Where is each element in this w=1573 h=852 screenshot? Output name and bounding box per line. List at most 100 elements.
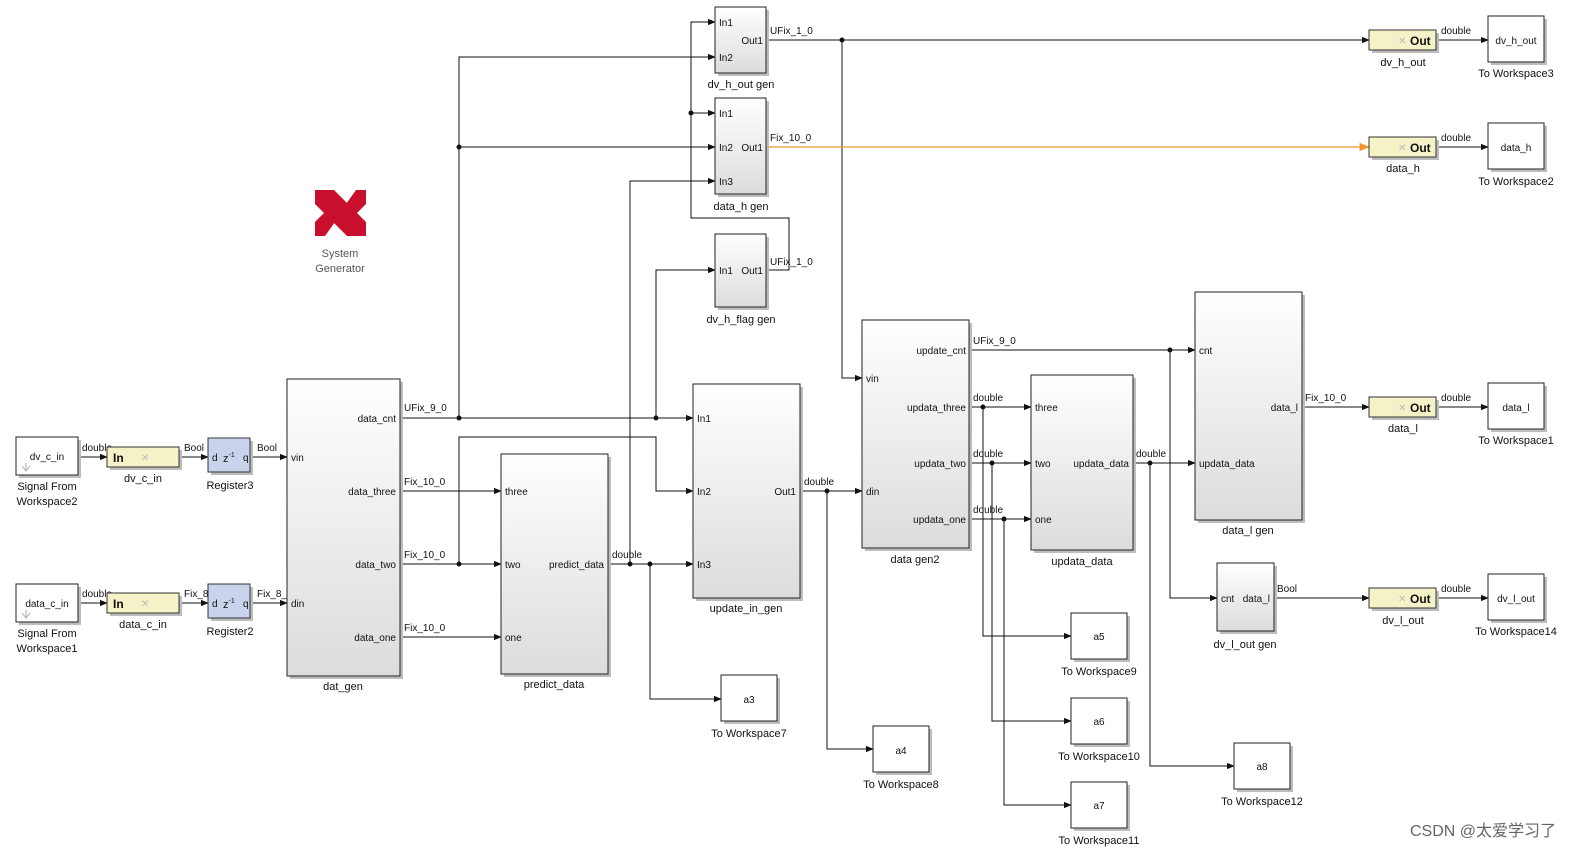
- reg-q: q: [243, 453, 249, 464]
- z-delay-icon: z-1: [223, 452, 235, 465]
- block-name: data_h gen: [713, 201, 768, 213]
- gateway-out-data-h[interactable]: ✕ Out data_h: [1368, 136, 1439, 175]
- z-delay-icon: z-1: [223, 598, 235, 611]
- block-name: To Workspace11: [1059, 835, 1140, 847]
- sig-label: Fix_10_0: [404, 623, 446, 634]
- arrow-down-icon: [21, 610, 31, 619]
- port-label: din: [291, 599, 304, 610]
- block-name: To Workspace1: [1478, 435, 1554, 447]
- signal-from-workspace1[interactable]: data_c_in Signal From Workspace1: [15, 583, 81, 655]
- source-var: data_c_in: [25, 599, 68, 610]
- port-label: two: [505, 560, 521, 571]
- block-name: updata_data: [1051, 556, 1113, 568]
- dat-gen-block[interactable]: vin din data_cnt data_three data_two dat…: [286, 378, 403, 693]
- sig-label: double: [1136, 449, 1166, 460]
- gateway-out-label: Out: [1410, 592, 1431, 606]
- to-workspace11[interactable]: a7 To Workspace11: [1059, 781, 1140, 847]
- data-h-gen-block[interactable]: In1 In2 In3 Out1 data_h gen: [713, 97, 769, 213]
- port-label: In3: [697, 560, 711, 571]
- sig-label: double: [804, 477, 834, 488]
- to-workspace12[interactable]: a8 To Workspace12: [1221, 742, 1303, 808]
- block-name: predict_data: [524, 679, 585, 691]
- port-label: two: [1035, 459, 1051, 470]
- block-name: dv_h_out: [1380, 57, 1425, 69]
- sig-label: UFix_1_0: [770, 26, 813, 37]
- workspace-var: a6: [1093, 717, 1105, 728]
- gateway-out-data-l[interactable]: ✕ Out data_l: [1368, 396, 1439, 435]
- to-workspace10[interactable]: a6 To Workspace10: [1058, 697, 1140, 763]
- predict-data-block[interactable]: three two one predict_data predict_data: [500, 453, 611, 691]
- sig-label: double: [973, 449, 1003, 460]
- to-workspace9[interactable]: a5 To Workspace9: [1061, 612, 1137, 678]
- to-workspace2[interactable]: data_h To Workspace2: [1478, 122, 1554, 188]
- block-name: data gen2: [891, 554, 940, 566]
- to-workspace3[interactable]: dv_h_out To Workspace3: [1478, 15, 1554, 80]
- signal-labels: double double Bool Fix_8 Bool Fix_8_0 UF…: [82, 26, 1471, 634]
- register2[interactable]: d q z-1 Register2: [206, 583, 254, 638]
- system-generator-logo[interactable]: System Generator: [315, 190, 366, 275]
- to-workspace1[interactable]: data_l To Workspace1: [1478, 382, 1554, 447]
- to-workspace8[interactable]: a4 To Workspace8: [863, 725, 939, 791]
- sig-label: Fix_8: [184, 589, 209, 600]
- block-name: Register2: [206, 626, 253, 638]
- gateway-out-dv-l-out[interactable]: ✕ Out dv_l_out: [1368, 587, 1439, 627]
- block-name: dv_h_out gen: [708, 79, 775, 91]
- block-name: Signal From: [17, 481, 76, 493]
- data-gen2-block[interactable]: vin din update_cnt updata_three updata_t…: [861, 319, 972, 566]
- sig-label: double: [973, 505, 1003, 516]
- dv-l-out-gen-block[interactable]: cnt data_l dv_l_out gen: [1214, 562, 1278, 651]
- port-label: updata_data: [1073, 459, 1129, 470]
- gateway-in-dv-c-in[interactable]: In ✕ dv_c_in: [106, 446, 182, 485]
- block-name: To Workspace8: [863, 779, 939, 791]
- xilinx-mark-icon: ✕: [1398, 36, 1406, 47]
- port-label: update_cnt: [917, 346, 967, 357]
- block-name: data_h: [1386, 163, 1420, 175]
- port-label: In1: [719, 18, 733, 29]
- port-label: In2: [697, 487, 711, 498]
- workspace-var: dv_h_out: [1495, 36, 1536, 47]
- to-workspace7[interactable]: a3 To Workspace7: [711, 674, 787, 740]
- gateway-out-dv-h-out[interactable]: ✕ Out dv_h_out: [1368, 29, 1439, 69]
- port-label: predict_data: [549, 560, 604, 571]
- port-label: Out1: [741, 266, 763, 277]
- block-name: dv_h_flag gen: [706, 314, 775, 326]
- workspace-var: a7: [1093, 801, 1105, 812]
- sig-label: double: [1441, 393, 1471, 404]
- data-l-gen-block[interactable]: cnt updata_data data_l data_l gen: [1194, 291, 1305, 537]
- sig-label: double: [82, 589, 112, 600]
- port-label: data_two: [355, 560, 396, 571]
- sig-label: double: [1441, 584, 1471, 595]
- update-in-gen-block[interactable]: In1 In2 In3 Out1 update_in_gen: [692, 383, 803, 615]
- port-label: vin: [866, 374, 879, 385]
- port-label: Out1: [741, 36, 763, 47]
- updata-data-block[interactable]: three two one updata_data updata_data: [1030, 374, 1136, 568]
- register3[interactable]: d q z-1 Register3: [206, 437, 254, 492]
- block-name: To Workspace14: [1475, 626, 1557, 638]
- to-workspace14[interactable]: dv_l_out To Workspace14: [1475, 573, 1557, 638]
- port-label: Out1: [741, 143, 763, 154]
- xilinx-mark-icon: ✕: [1398, 594, 1406, 605]
- block-name: To Workspace9: [1061, 666, 1137, 678]
- gateway-in-label: In: [113, 597, 124, 611]
- gateway-in-data-c-in[interactable]: In ✕ data_c_in: [106, 592, 182, 631]
- block-name: To Workspace3: [1478, 68, 1554, 80]
- block-name: data_c_in: [119, 619, 167, 631]
- dv-h-out-gen-block[interactable]: In1 In2 Out1 dv_h_out gen: [708, 6, 775, 91]
- port-label: three: [505, 487, 528, 498]
- signal-from-workspace2[interactable]: dv_c_in Signal From Workspace2: [15, 436, 81, 508]
- block-name: dv_l_out: [1382, 615, 1424, 627]
- reg-d: d: [212, 599, 218, 610]
- xilinx-mark-icon: ✕: [141, 599, 149, 610]
- block-name: dv_c_in: [124, 473, 162, 485]
- port-label: In2: [719, 143, 733, 154]
- source-var: dv_c_in: [30, 452, 64, 463]
- workspace-var: dv_l_out: [1497, 594, 1535, 605]
- port-label: In1: [697, 414, 711, 425]
- dv-h-flag-gen-block[interactable]: In1 Out1 dv_h_flag gen: [706, 233, 776, 326]
- workspace-var: a8: [1256, 762, 1268, 773]
- block-name: To Workspace10: [1058, 751, 1140, 763]
- sig-label: double: [82, 443, 112, 454]
- block-name: data_l gen: [1222, 525, 1273, 537]
- block-name: Workspace1: [17, 643, 78, 655]
- block-name: update_in_gen: [710, 603, 783, 615]
